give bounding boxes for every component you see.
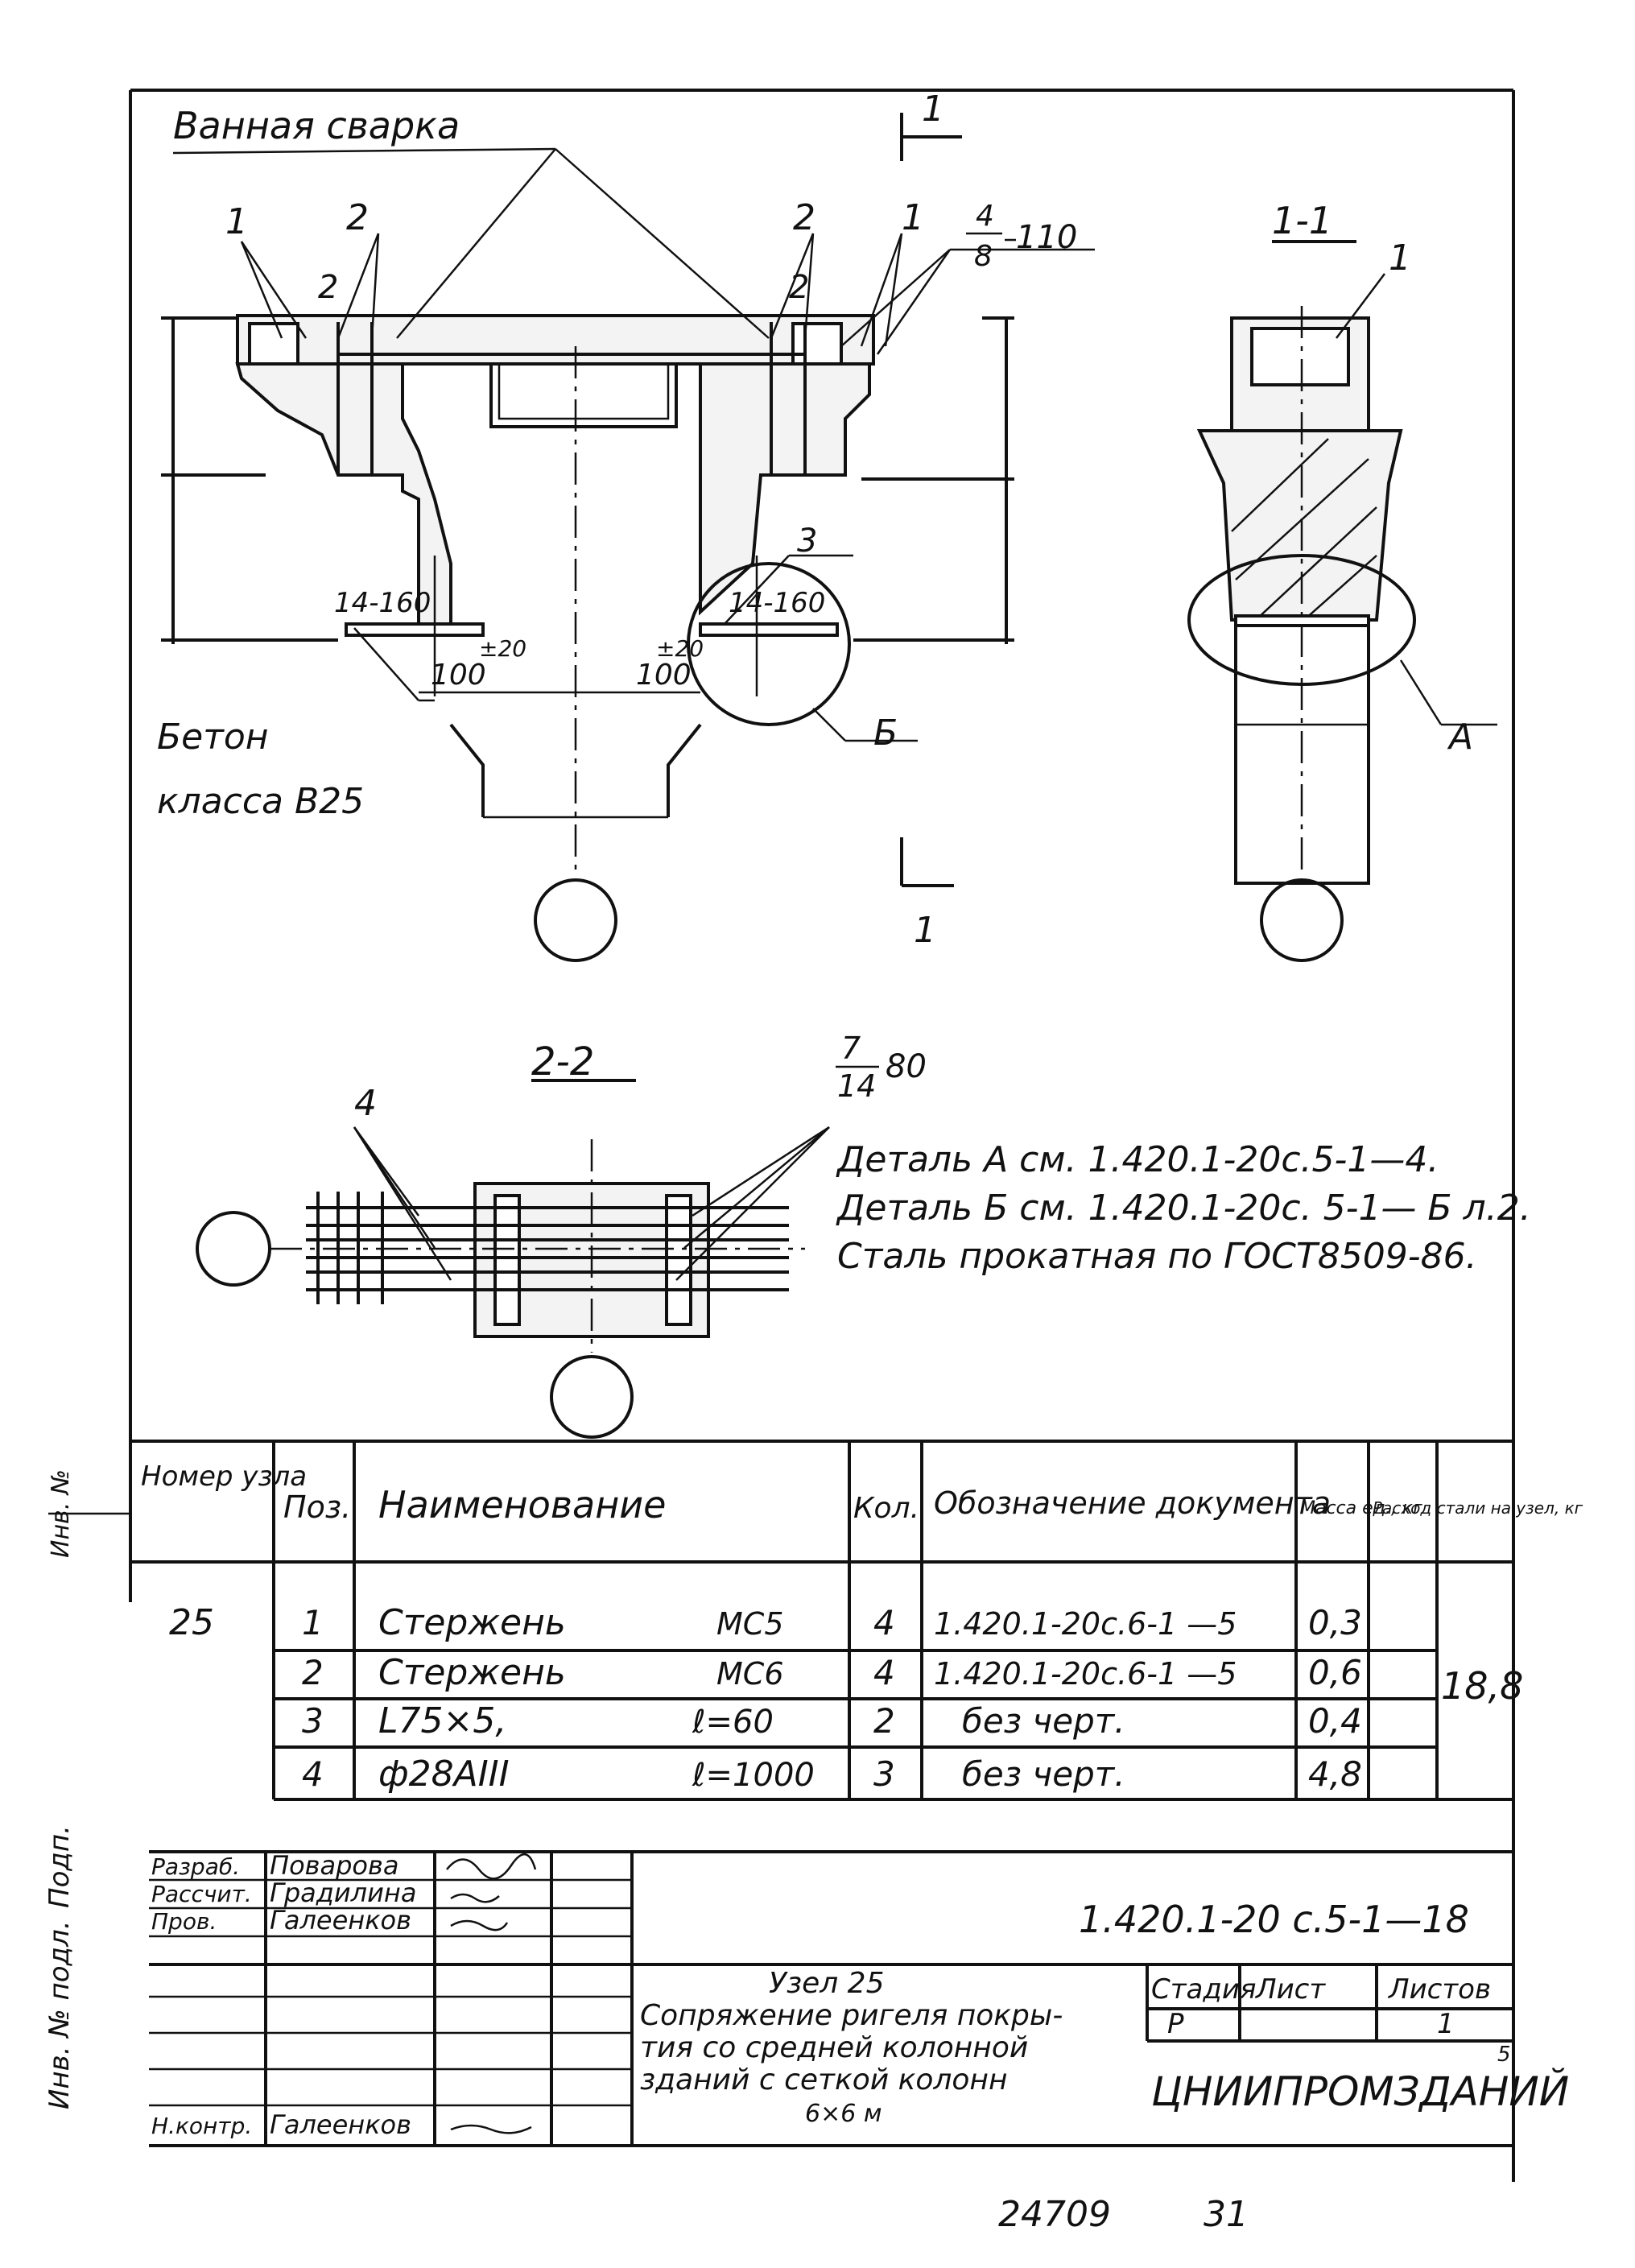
steel-total: 18,8 xyxy=(1441,1664,1523,1708)
weld-right-spec: 14-160 xyxy=(729,587,825,619)
role-check: Пров. xyxy=(151,1908,217,1935)
role-calc: Рассчит. xyxy=(151,1881,252,1907)
weld-length: 110 xyxy=(1016,219,1077,256)
weld-frac-bottom: 8 xyxy=(974,240,993,273)
title-line-5: 6×6 м xyxy=(805,2100,881,2128)
organization: ЦНИИПРОМЗДАНИЙ xyxy=(1151,2068,1569,2115)
header-pos: Поз. xyxy=(283,1489,351,1525)
row3-name: L75×5, xyxy=(378,1700,506,1741)
weld-frac-top: 4 xyxy=(976,200,994,233)
section-mark-top: 1 xyxy=(922,89,944,130)
section-2-2 xyxy=(196,1065,879,1439)
header-doc: Обозначение документа xyxy=(934,1485,1331,1521)
section-mark-bottom: 1 xyxy=(914,910,936,951)
pos-2-left-cut: 2 xyxy=(318,269,338,306)
pos-2-right-cut: 2 xyxy=(789,269,809,306)
stage-value: Р xyxy=(1167,2008,1184,2040)
stage-label: Стадия xyxy=(1151,1973,1256,2006)
note-detail-a: Деталь А см. 1.420.1-20с.5-1—4. xyxy=(836,1139,1439,1180)
name-develop: Поварова xyxy=(270,1850,398,1881)
spec-table-grid xyxy=(129,1440,1513,1801)
header-mass: Масса ед., кг xyxy=(1300,1498,1422,1518)
title-line-3: тия со средней колонной xyxy=(640,2031,1028,2064)
margin-sign-label: Подп. xyxy=(43,1825,76,1908)
weld-left-spec: 14-160 xyxy=(334,587,431,619)
dim-right: 100 xyxy=(636,659,692,692)
row3-mark: ℓ=60 xyxy=(692,1704,774,1741)
row2-name: Стержень xyxy=(378,1652,566,1693)
section-1-1-pos-1: 1 xyxy=(1389,238,1411,279)
section-2-2-frac-top: 7 xyxy=(841,1031,861,1066)
weld-label: Ванная сварка xyxy=(173,104,460,147)
dim-left: 100 xyxy=(431,659,486,692)
section-2-2-length: 80 xyxy=(886,1048,927,1085)
pos-1-left: 1 xyxy=(225,201,248,242)
section-1-1 xyxy=(1187,240,1497,962)
doc-number: 1.420.1-20 с.5-1—18 xyxy=(1079,1898,1469,1941)
title-line-4: зданий с сеткой колонн xyxy=(640,2064,1008,2097)
note-steel: Сталь прокатная по ГОСТ8509-86. xyxy=(837,1236,1477,1277)
row1-mass: 0,3 xyxy=(1308,1603,1362,1642)
name-control: Галеенков xyxy=(270,2109,411,2140)
row4-doc: без черт. xyxy=(962,1754,1125,1794)
title-line-2: Сопряжение ригеля покры- xyxy=(640,1999,1063,2032)
role-control: Н.контр. xyxy=(151,2113,252,2139)
row1-name: Стержень xyxy=(378,1602,566,1643)
main-view xyxy=(161,113,1095,962)
dim-left-tol: ±20 xyxy=(479,635,526,662)
title-line-1: Узел 25 xyxy=(769,1967,885,2000)
row1-pos: 1 xyxy=(302,1603,324,1642)
callout-a: А xyxy=(1447,717,1473,758)
header-steel: Расход стали на узел, кг xyxy=(1373,1498,1583,1518)
pos-2-left: 2 xyxy=(346,197,369,238)
row4-name: ф28АIII xyxy=(378,1754,510,1795)
note-detail-b: Деталь Б см. 1.420.1-20с. 5-1— Б л.2. xyxy=(836,1188,1531,1229)
row4-qty: 3 xyxy=(873,1754,895,1794)
row4-pos: 4 xyxy=(302,1754,324,1794)
margin-inv-label: Инв. № подл. xyxy=(43,1920,76,2109)
row2-pos: 2 xyxy=(302,1653,324,1692)
name-check: Галеенков xyxy=(270,1905,411,1935)
pos-2-right: 2 xyxy=(793,197,815,238)
row2-doc: 1.420.1-20с.6-1 —5 xyxy=(934,1656,1237,1692)
archive-number: 24709 xyxy=(998,2194,1111,2235)
section-2-2-title: 2-2 xyxy=(531,1039,594,1084)
row3-pos: 3 xyxy=(302,1701,324,1741)
page-number: 31 xyxy=(1204,2194,1249,2235)
header-node: Номер узла xyxy=(141,1460,307,1493)
sheets-value: 1 xyxy=(1437,2008,1455,2040)
header-name: Наименование xyxy=(378,1483,666,1526)
section-1-1-title: 1-1 xyxy=(1272,199,1332,242)
row4-mark: ℓ=1000 xyxy=(692,1757,815,1794)
header-qty: Кол. xyxy=(853,1492,919,1525)
row2-mark: МС6 xyxy=(716,1656,784,1692)
role-develop: Разраб. xyxy=(151,1853,240,1880)
section-2-2-pos-4: 4 xyxy=(354,1083,377,1124)
concrete-label-1: Бетон xyxy=(157,717,269,758)
concrete-label-2: класса В25 xyxy=(157,781,364,822)
row1-doc: 1.420.1-20с.6-1 —5 xyxy=(934,1606,1237,1642)
sheet-label: Лист xyxy=(1254,1973,1326,2006)
section-2-2-frac-bottom: 14 xyxy=(837,1068,876,1104)
row1-mark: МС5 xyxy=(716,1606,784,1642)
node-number: 25 xyxy=(169,1602,214,1643)
row4-mass: 4,8 xyxy=(1308,1754,1362,1794)
dim-right-tol: ±20 xyxy=(656,635,704,662)
pos-3: 3 xyxy=(797,523,817,560)
sheets-corner: 5 xyxy=(1497,2043,1511,2067)
row3-qty: 2 xyxy=(873,1701,895,1741)
title-block-grid xyxy=(149,1850,1513,2147)
callout-b: Б xyxy=(873,713,898,754)
name-calc: Градилина xyxy=(270,1878,416,1908)
sheets-label: Листов xyxy=(1387,1973,1491,2006)
row2-qty: 4 xyxy=(873,1653,895,1692)
row2-mass: 0,6 xyxy=(1308,1653,1362,1692)
row1-qty: 4 xyxy=(873,1603,895,1642)
row3-mass: 0,4 xyxy=(1308,1701,1362,1741)
pos-1-right: 1 xyxy=(902,197,924,238)
row3-doc: без черт. xyxy=(962,1701,1125,1741)
